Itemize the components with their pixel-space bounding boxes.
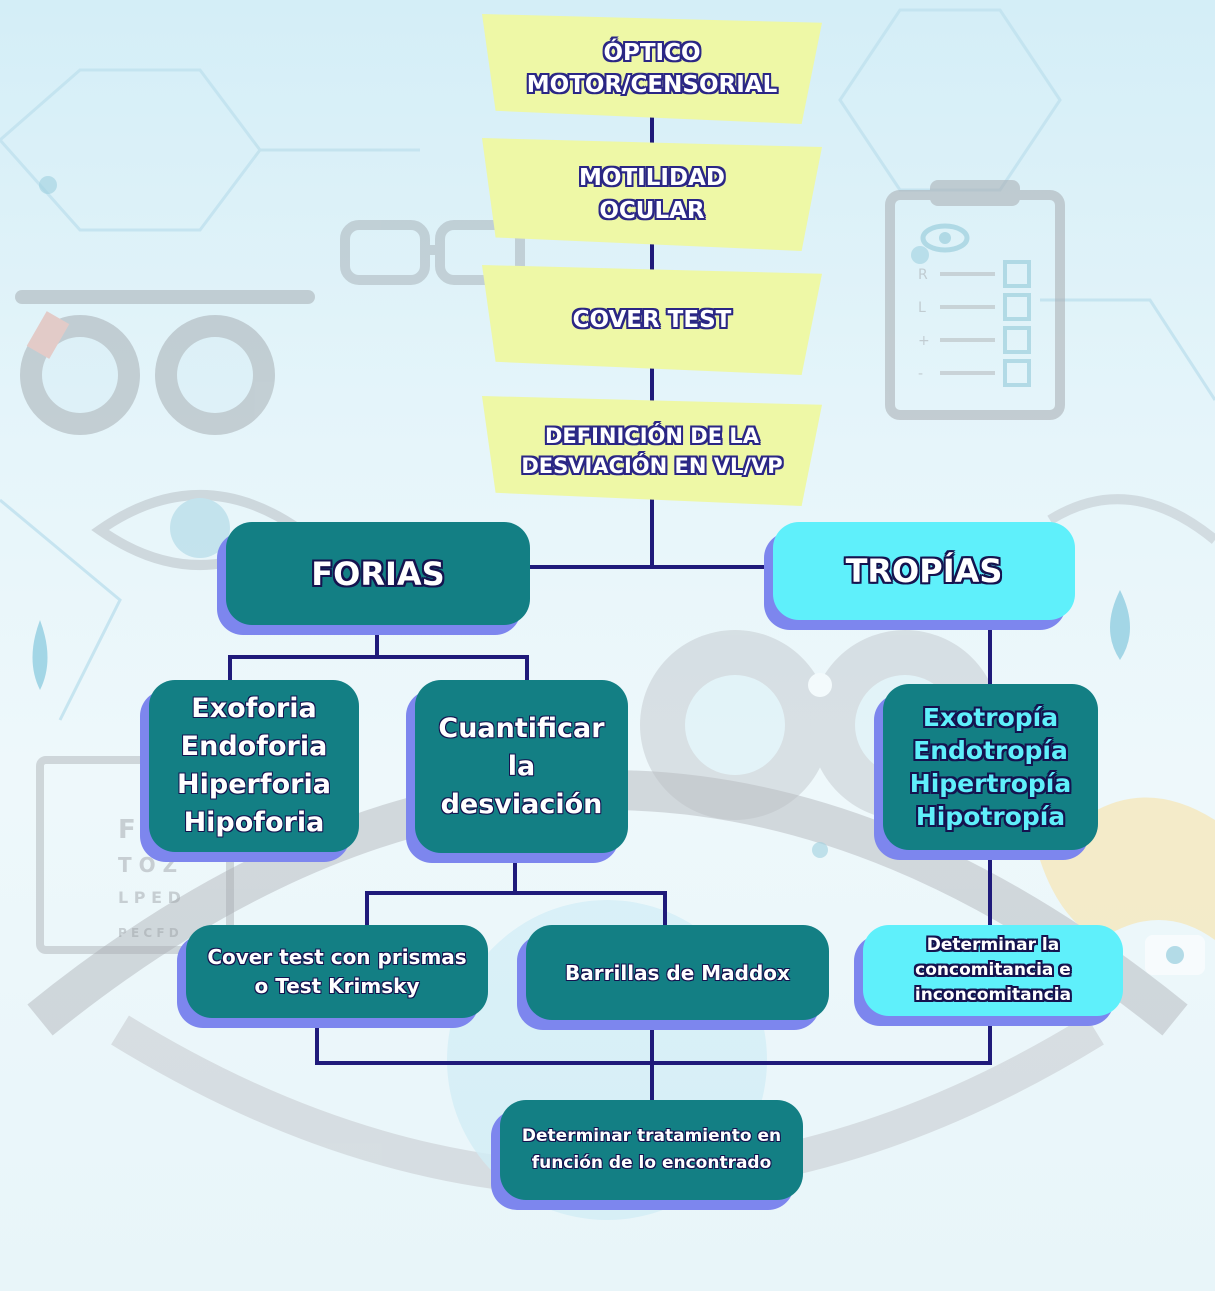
cover-test-prisms-box: Cover test con prismas o Test Krimsky — [186, 925, 488, 1018]
quantify-deviation-box: Cuantificar la desviación — [415, 680, 628, 853]
quantify-text: desviación — [440, 788, 603, 820]
step-text: COVER TEST — [572, 306, 732, 333]
concomitance-text: concomitancia e — [915, 960, 1071, 980]
step-text: OCULAR — [599, 197, 705, 224]
step-text: MOTOR/CENSORIAL — [526, 72, 778, 98]
step-motilidad-ocular: MOTILIDAD OCULAR — [482, 138, 822, 251]
eye-chart-row: T O Z — [118, 853, 177, 877]
concomitance-text: inconcomitancia — [914, 985, 1072, 1005]
drop-icon — [32, 590, 1130, 690]
step-text: MOTILIDAD — [579, 165, 725, 192]
method-text: Cover test con prismas — [207, 944, 467, 969]
foria-types-box: Exoforia Endoforia Hiperforia Hipoforia — [149, 680, 359, 852]
tropia-type: Endotropía — [913, 736, 1068, 765]
trial-frame-icon — [15, 290, 315, 435]
forias-title: FORIAS — [311, 554, 445, 593]
eye-chart-row: P E C F D — [118, 926, 179, 940]
quantify-text: Cuantificar — [438, 712, 605, 744]
tropia-type: Hipertropía — [909, 769, 1072, 798]
concomitance-box: Determinar la concomitancia e inconcomit… — [863, 925, 1123, 1016]
foria-type: Endoforia — [180, 731, 328, 762]
method-text: Barrillas de Maddox — [565, 960, 790, 985]
maddox-rods-box: Barrillas de Maddox — [526, 925, 829, 1020]
step-text: DESVIACIÓN EN VL/VP — [521, 454, 783, 478]
eye-chart-row: L P E D — [118, 888, 181, 907]
treatment-box: Determinar tratamiento en función de lo … — [500, 1100, 803, 1200]
foria-type: Hipoforia — [183, 807, 325, 838]
treatment-text: Determinar tratamiento en — [521, 1126, 782, 1146]
treatment-text: función de lo encontrado — [531, 1153, 772, 1173]
step-definicion-desviacion: DEFINICIÓN DE LA DESVIACIÓN EN VL/VP — [482, 396, 822, 506]
forias-box: FORIAS — [226, 522, 530, 625]
clipboard-row-label: - — [918, 366, 923, 382]
tropia-type: Hipotropía — [915, 802, 1066, 831]
step-text: DEFINICIÓN DE LA — [544, 423, 759, 448]
clipboard-row-label: L — [918, 300, 926, 316]
step-text: ÓPTICO — [603, 39, 701, 66]
eye-icon — [1047, 494, 1215, 544]
step-cover-test: COVER TEST — [482, 265, 822, 375]
tropia-types-box: Exotropía Endotropía Hipertropía Hipotro… — [883, 684, 1098, 850]
tropias-title: TROPÍAS — [845, 552, 1003, 590]
foria-type: Hiperforia — [177, 769, 331, 800]
method-text: o Test Krimsky — [254, 973, 420, 998]
eye-chart-icon: F T O Z L P E D P E C F D — [36, 756, 234, 954]
step-optico-motor-censorial: ÓPTICO MOTOR/CENSORIAL — [482, 14, 822, 124]
glasses-icon — [340, 220, 525, 285]
eye-badge-icon — [1145, 935, 1205, 975]
clipboard-icon: R L + - — [885, 180, 1065, 420]
clipboard-row-label: R — [918, 267, 928, 283]
tropia-type: Exotropía — [922, 703, 1059, 732]
concomitance-text: Determinar la — [926, 935, 1060, 955]
quantify-text: la — [507, 750, 536, 782]
eye-chart-row: F — [118, 815, 136, 845]
foria-type: Exoforia — [191, 693, 317, 724]
clipboard-row-label: + — [918, 333, 930, 349]
tropias-box: TROPÍAS — [773, 522, 1075, 620]
